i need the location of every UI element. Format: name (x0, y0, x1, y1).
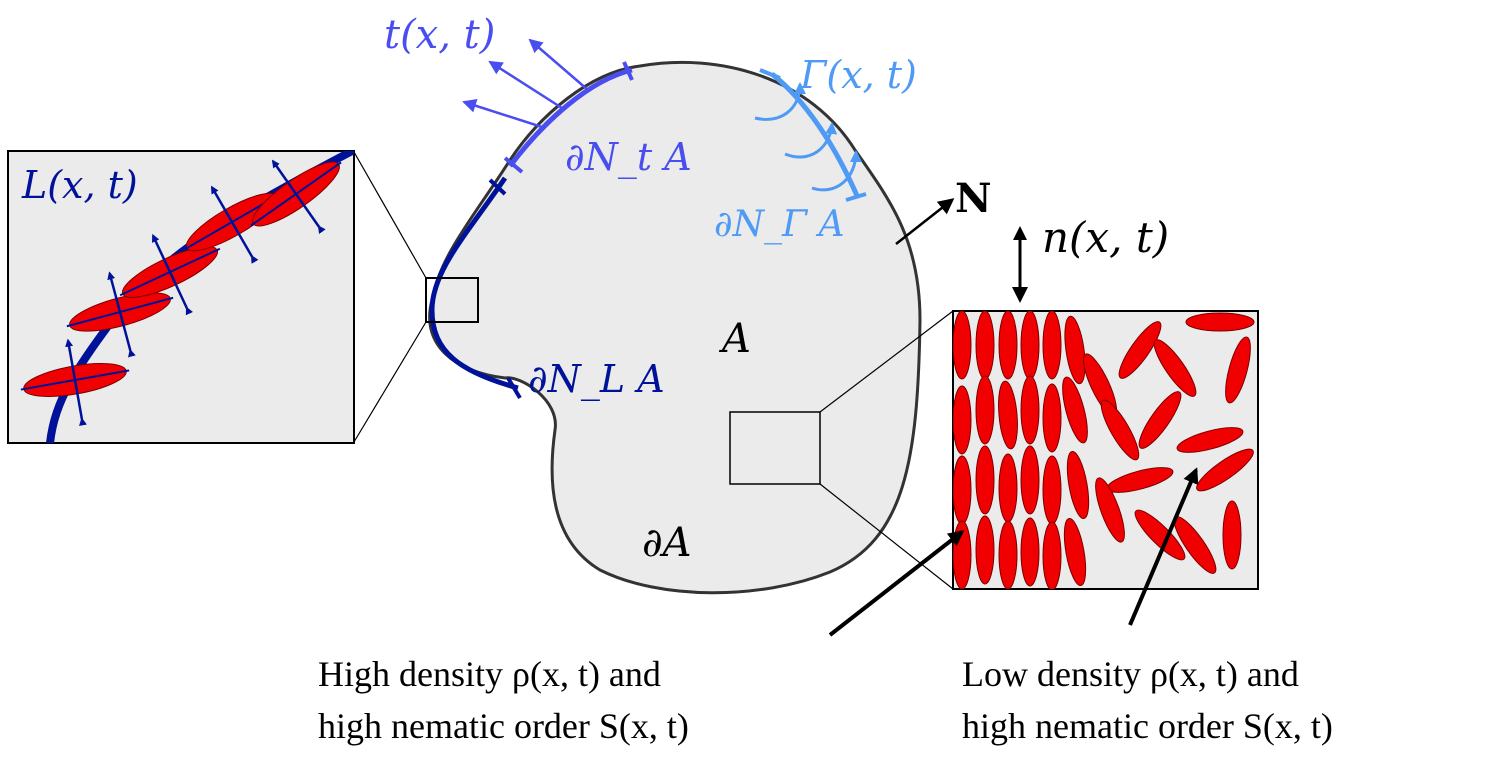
particle-ellipse (1042, 383, 1062, 453)
particle-ellipse (1042, 455, 1062, 525)
traction-arrows (462, 38, 589, 130)
inset-tangent-line (20, 369, 130, 391)
caption-low-line2: high nematic order S(x, t) (962, 706, 1333, 746)
particle-ellipse (1225, 336, 1251, 404)
caption-high-line2: high nematic order S(x, t) (318, 706, 689, 746)
caption-low-line1: Low density ρ(x, t) and (962, 654, 1299, 694)
particle-ellipse (1138, 391, 1182, 449)
boundary-gamma-label: ∂N_Γ A (714, 204, 845, 245)
particle-ellipse (1020, 311, 1040, 380)
particle-ellipse (975, 445, 995, 515)
couple-label: Γ(x, t) (799, 53, 917, 97)
traction-label: t(x, t) (384, 12, 495, 58)
zoom-box-boundary (425, 277, 479, 323)
particle-ellipse (953, 385, 972, 455)
particle-ellipse (975, 311, 995, 380)
particle-ellipse (1042, 311, 1062, 380)
low-density-arrow (1128, 467, 1199, 626)
particle-ellipse (1062, 376, 1088, 444)
particle-ellipse (953, 455, 972, 525)
particle-ellipse (998, 380, 1018, 450)
particle-ellipse (1196, 448, 1254, 492)
normal-N-label: N (955, 175, 992, 222)
boundary-t-label: ∂N_t A (565, 135, 692, 180)
particle-ellipse (953, 311, 972, 380)
particle-ellipse (953, 520, 972, 589)
inset-boundary-torque (7, 150, 355, 444)
boundary-gamma-segment (770, 72, 861, 199)
couple-arcs (754, 82, 862, 192)
particle-ellipse (1176, 427, 1244, 453)
particle-ellipse (975, 515, 995, 585)
inset-tangent-line (119, 247, 221, 297)
normal-N-arrow (895, 198, 955, 245)
particle-ellipse (1063, 517, 1087, 587)
particle-ellipse (1020, 375, 1040, 445)
domain-label: A (718, 316, 751, 362)
boundary-label: ∂A (642, 520, 692, 566)
particle-ellipse (1042, 521, 1062, 589)
particle-ellipse (1020, 517, 1040, 587)
particle-ellipse (975, 375, 995, 445)
caption-high-line1: High density ρ(x, t) and (318, 654, 661, 694)
particle-ellipse (998, 311, 1018, 380)
torque-label: L(x, t) (21, 163, 138, 207)
domain-A (428, 60, 922, 595)
zoom-connectors (353, 151, 954, 590)
particle-ellipse (1020, 445, 1040, 515)
boundary-L-label: ∂N_L A (528, 357, 665, 402)
boundary-L-segment (429, 176, 519, 391)
particle-ellipse (1185, 312, 1255, 332)
particle-ellipse (1064, 315, 1086, 385)
particle-ellipse (1134, 509, 1186, 561)
director-label: n(x, t) (1042, 213, 1169, 262)
segment-ticks (488, 61, 867, 400)
inset-tangent-line (250, 161, 342, 227)
boundary-t-segment (508, 67, 633, 168)
high-density-arrow (828, 530, 965, 637)
zoom-box-interior (729, 411, 821, 485)
particle-ellipse (1066, 450, 1090, 520)
particle-ellipse (1100, 399, 1140, 461)
particle-ellipse (998, 453, 1018, 523)
particle-ellipse (1153, 339, 1197, 397)
particle-ellipse (998, 520, 1018, 589)
particle-ellipse (1118, 321, 1162, 379)
inset-particles (952, 310, 1259, 590)
particle-ellipse (1222, 500, 1242, 570)
particle-ellipse (1095, 477, 1125, 543)
